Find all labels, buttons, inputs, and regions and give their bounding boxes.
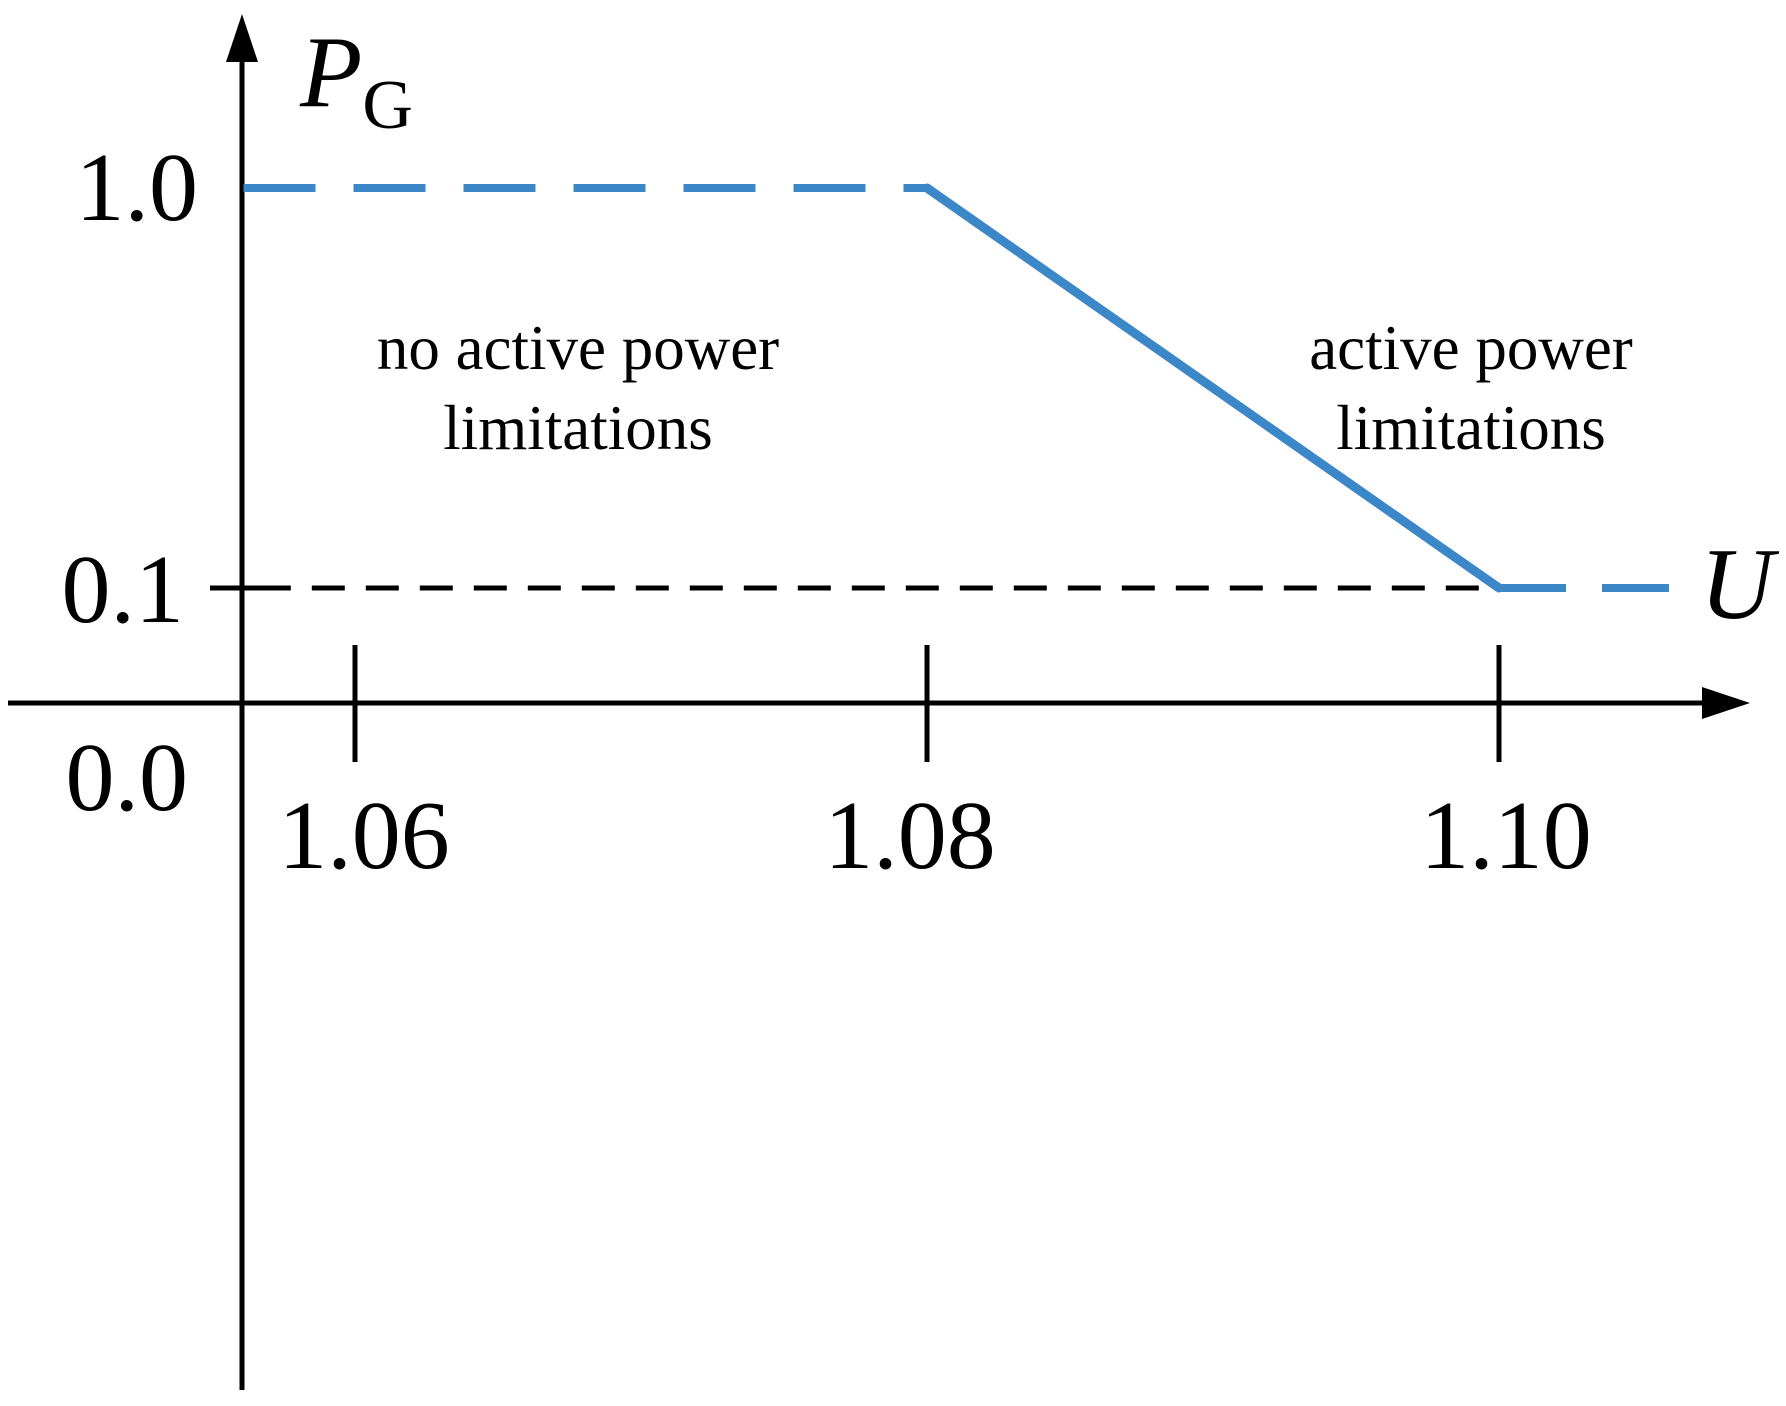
y-tick-label-1.0: 1.0 bbox=[75, 134, 199, 242]
y-axis-title: PG bbox=[300, 22, 413, 141]
annotation-no-limitations-line1: no active power bbox=[376, 313, 780, 383]
y-tick-label-0.1: 0.1 bbox=[61, 536, 185, 644]
annotation-limitations-line2: limitations bbox=[1336, 393, 1606, 463]
annotation-no-limitations-line2: limitations bbox=[443, 393, 713, 463]
annotation-no-limitations: no active power limitations bbox=[377, 308, 779, 468]
y-tick-label-0.0: 0.0 bbox=[65, 724, 189, 832]
x-axis-arrow-icon bbox=[1702, 687, 1750, 719]
series-pg-limit-droop bbox=[922, 183, 1504, 593]
y-axis-symbol: P bbox=[300, 16, 363, 129]
x-axis-title: U bbox=[1700, 528, 1774, 641]
annotation-limitations-line1: active power bbox=[1309, 313, 1633, 383]
y-axis-subscript: G bbox=[362, 67, 413, 144]
x-tick-label-1.08: 1.08 bbox=[824, 782, 996, 890]
x-tick-label-1.06: 1.06 bbox=[278, 782, 450, 890]
annotation-limitations: active power limitations bbox=[1309, 308, 1633, 468]
y-axis-arrow-icon bbox=[226, 14, 258, 62]
x-tick-label-1.10: 1.10 bbox=[1420, 782, 1592, 890]
